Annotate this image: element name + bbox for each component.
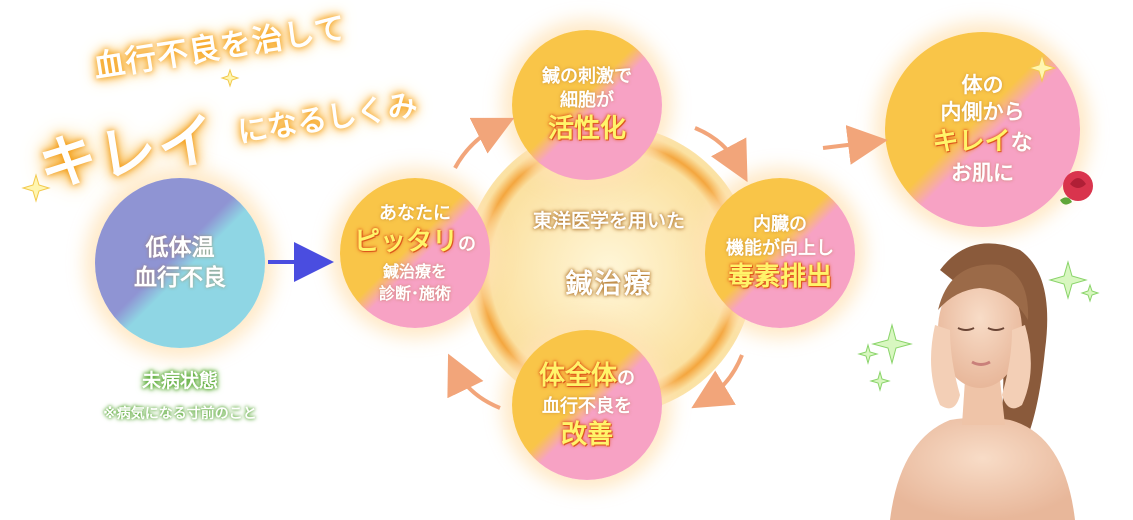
node-circulation-suffix: の [617, 367, 635, 389]
result-line4: お肌に [951, 161, 1014, 185]
node-activation-line1: 鍼の刺激で [542, 66, 632, 87]
result-line2: 内側から [940, 100, 1025, 124]
node-diagnosis-emph: ピッタリ [353, 226, 458, 257]
rose-icon [1060, 171, 1093, 205]
node-circulation-emph2: 改善 [560, 419, 613, 450]
woman-illustration [890, 243, 1075, 520]
node-detox-emph: 毒素排出 [727, 262, 832, 292]
cycle-center-line2: 鍼治療 [565, 269, 653, 300]
result-line3: キレイな [932, 126, 1032, 160]
node-circulation-line1: 体全体の [539, 360, 635, 395]
result-circle-beauty: 体の 内側から キレイな お肌に [885, 32, 1080, 227]
node-activation-line2: 細胞が [560, 90, 614, 111]
sparkle-icon [21, 53, 1057, 203]
mibyou-label: 未病状態 [141, 370, 218, 392]
node-detox: 内臓の 機能が向上し 毒素排出 [705, 178, 855, 328]
node-circulation-line2: 血行不良を [542, 395, 632, 417]
cycle-center-line1: 東洋医学を用いた [532, 210, 685, 232]
node-activation-emph: 活性化 [547, 114, 626, 144]
cycle-arrow-left-to-top [453, 117, 515, 169]
cycle-arrow-top-to-right [694, 126, 748, 183]
result-emph: キレイ [932, 127, 1011, 157]
arrow-to-result [822, 125, 888, 165]
node-circulation-emph: 体全体 [538, 360, 617, 391]
node-activation: 鍼の刺激で 細胞が 活性化 [512, 30, 662, 180]
node-diagnosis: あなたに ピッタリの 鍼治療を 診断･施術 [340, 178, 490, 328]
mibyou-note: ※病気になる寸前のこと [103, 406, 257, 422]
node-diagnosis-line1: あなたに [379, 202, 451, 224]
cycle-arrow-right-to-bottom [691, 354, 744, 409]
green-sparkle-icon [857, 260, 1100, 392]
cycle-arrow-bottom-to-left [447, 353, 501, 410]
node-detox-line2: 機能が向上し [726, 238, 834, 259]
node-detox-line1: 内臓の [753, 214, 807, 235]
node-diagnosis-line2: ピッタリの [354, 226, 476, 261]
state-line2: 血行不良 [134, 265, 226, 291]
result-line1: 体の [961, 73, 1004, 97]
state-circle-low-temp: 低体温 血行不良 [95, 178, 265, 348]
state-line1: 低体温 [145, 235, 215, 261]
result-suffix: な [1010, 131, 1033, 156]
node-diagnosis-line4: 診断･施術 [378, 283, 451, 303]
node-diagnosis-line3: 鍼治療を [382, 261, 447, 281]
node-diagnosis-suffix: の [458, 233, 476, 255]
node-circulation: 体全体の 血行不良を 改善 [512, 330, 662, 480]
